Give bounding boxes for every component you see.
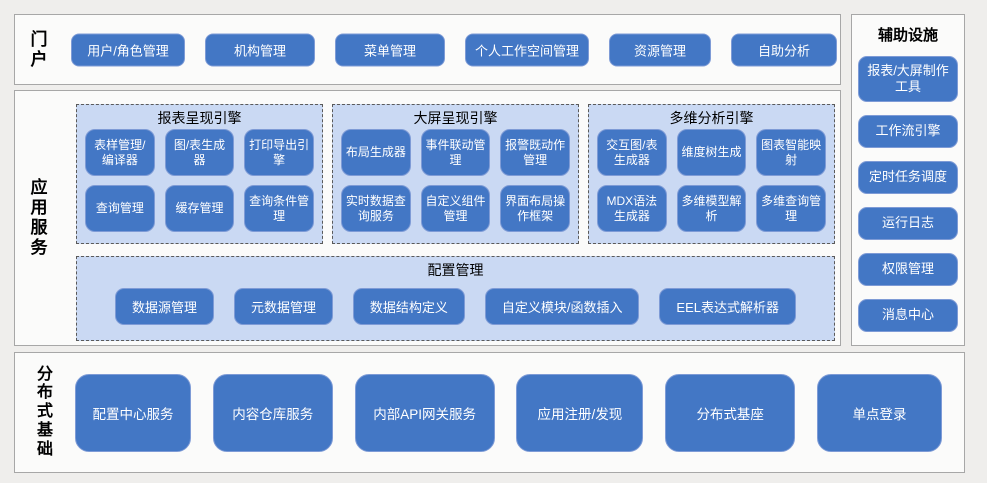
self-service-analysis-button[interactable]: 自助分析 <box>731 33 837 66</box>
config-button-row: 数据源管理 元数据管理 数据结构定义 自定义模块/函数插入 EEL表达式解析器 <box>87 288 824 325</box>
org-management-button[interactable]: 机构管理 <box>205 33 315 66</box>
engine-item-button[interactable]: 事件联动管理 <box>420 129 491 176</box>
user-role-management-button[interactable]: 用户/角色管理 <box>71 33 185 66</box>
report-bigscreen-tool-button[interactable]: 报表/大屏制作工具 <box>858 56 958 102</box>
foundation-button-row: 配置中心服务 内容仓库服务 内部API网关服务 应用注册/发现 分布式基座 单点… <box>75 373 942 452</box>
report-engine-title: 报表呈现引擎 <box>157 110 242 126</box>
foundation-label: 分布式基础 <box>36 365 53 458</box>
engine-item-button[interactable]: 交互图/表生成器 <box>597 129 667 176</box>
engine-item-button[interactable]: 查询条件管理 <box>244 185 314 232</box>
scheduled-task-button[interactable]: 定时任务调度 <box>858 161 958 194</box>
menu-management-button[interactable]: 菜单管理 <box>335 33 445 66</box>
foundation-section: 分布式基础 配置中心服务 内容仓库服务 内部API网关服务 应用注册/发现 分布… <box>14 352 965 473</box>
workflow-engine-button[interactable]: 工作流引擎 <box>858 115 958 148</box>
permission-management-button[interactable]: 权限管理 <box>858 253 958 286</box>
auxiliary-title: 辅助设施 <box>877 27 938 44</box>
config-management-group: 配置管理 数据源管理 元数据管理 数据结构定义 自定义模块/函数插入 EEL表达… <box>76 256 835 341</box>
engine-groups-row: 报表呈现引擎 表样管理/编译器 图/表生成器 打印导出引擎 查询管理 缓存管理 … <box>76 104 835 244</box>
run-log-button[interactable]: 运行日志 <box>858 207 958 240</box>
report-engine-group: 报表呈现引擎 表样管理/编译器 图/表生成器 打印导出引擎 查询管理 缓存管理 … <box>76 104 323 244</box>
engine-item-button[interactable]: MDX语法生成器 <box>597 185 667 232</box>
olap-engine-title: 多维分析引擎 <box>669 110 754 126</box>
report-engine-grid: 表样管理/编译器 图/表生成器 打印导出引擎 查询管理 缓存管理 查询条件管理 <box>85 129 314 232</box>
app-services-section: 应用服务 报表呈现引擎 表样管理/编译器 图/表生成器 打印导出引擎 查询管理 … <box>14 90 841 346</box>
portal-label: 门户 <box>30 29 48 69</box>
auxiliary-button-column: 报表/大屏制作工具 工作流引擎 定时任务调度 运行日志 权限管理 消息中心 <box>852 56 964 332</box>
personal-workspace-button[interactable]: 个人工作空间管理 <box>465 33 589 66</box>
engine-item-button[interactable]: 图/表生成器 <box>164 129 235 176</box>
portal-section: 门户 用户/角色管理 机构管理 菜单管理 个人工作空间管理 资源管理 自助分析 <box>14 14 841 85</box>
engine-item-button[interactable]: 缓存管理 <box>164 185 235 232</box>
eel-expression-parser-button[interactable]: EEL表达式解析器 <box>659 288 796 325</box>
olap-engine-grid: 交互图/表生成器 维度树生成 图表智能映射 MDX语法生成器 多维模型解析 多维… <box>597 129 826 232</box>
bigscreen-engine-grid: 布局生成器 事件联动管理 报警既动作管理 实时数据查询服务 自定义组件管理 界面… <box>341 129 570 232</box>
engine-item-button[interactable]: 界面布局操作框架 <box>500 185 570 232</box>
engine-item-button[interactable]: 图表智能映射 <box>756 129 826 176</box>
engine-item-button[interactable]: 布局生成器 <box>341 129 411 176</box>
olap-engine-group: 多维分析引擎 交互图/表生成器 维度树生成 图表智能映射 MDX语法生成器 多维… <box>588 104 835 244</box>
app-services-label: 应用服务 <box>30 177 48 258</box>
bigscreen-engine-title: 大屏呈现引擎 <box>413 110 498 126</box>
portal-button-row: 用户/角色管理 机构管理 菜单管理 个人工作空间管理 资源管理 自助分析 <box>71 33 837 66</box>
engine-item-button[interactable]: 查询管理 <box>85 185 155 232</box>
datasource-management-button[interactable]: 数据源管理 <box>115 288 215 325</box>
metadata-management-button[interactable]: 元数据管理 <box>233 288 333 325</box>
data-structure-definition-button[interactable]: 数据结构定义 <box>352 288 465 325</box>
engine-item-button[interactable]: 实时数据查询服务 <box>341 185 411 232</box>
engine-item-button[interactable]: 打印导出引擎 <box>244 129 314 176</box>
engine-item-button[interactable]: 报警既动作管理 <box>500 129 570 176</box>
engine-item-button[interactable]: 多维查询管理 <box>756 185 826 232</box>
sso-button[interactable]: 单点登录 <box>816 373 942 452</box>
custom-module-function-button[interactable]: 自定义模块/函数插入 <box>484 288 640 325</box>
engine-item-button[interactable]: 多维模型解析 <box>676 185 747 232</box>
internal-api-gateway-button[interactable]: 内部API网关服务 <box>354 373 495 452</box>
app-registry-discovery-button[interactable]: 应用注册/发现 <box>516 373 644 452</box>
resource-management-button[interactable]: 资源管理 <box>609 33 711 66</box>
auxiliary-section: 辅助设施 报表/大屏制作工具 工作流引擎 定时任务调度 运行日志 权限管理 消息… <box>851 14 965 346</box>
distributed-base-button[interactable]: 分布式基座 <box>665 373 796 452</box>
bigscreen-engine-group: 大屏呈现引擎 布局生成器 事件联动管理 报警既动作管理 实时数据查询服务 自定义… <box>332 104 579 244</box>
config-center-service-button[interactable]: 配置中心服务 <box>75 373 191 452</box>
engine-item-button[interactable]: 表样管理/编译器 <box>85 129 155 176</box>
engine-item-button[interactable]: 自定义组件管理 <box>420 185 491 232</box>
engine-item-button[interactable]: 维度树生成 <box>676 129 747 176</box>
config-management-title: 配置管理 <box>427 262 484 278</box>
content-repository-service-button[interactable]: 内容仓库服务 <box>212 373 333 452</box>
message-center-button[interactable]: 消息中心 <box>858 299 958 332</box>
